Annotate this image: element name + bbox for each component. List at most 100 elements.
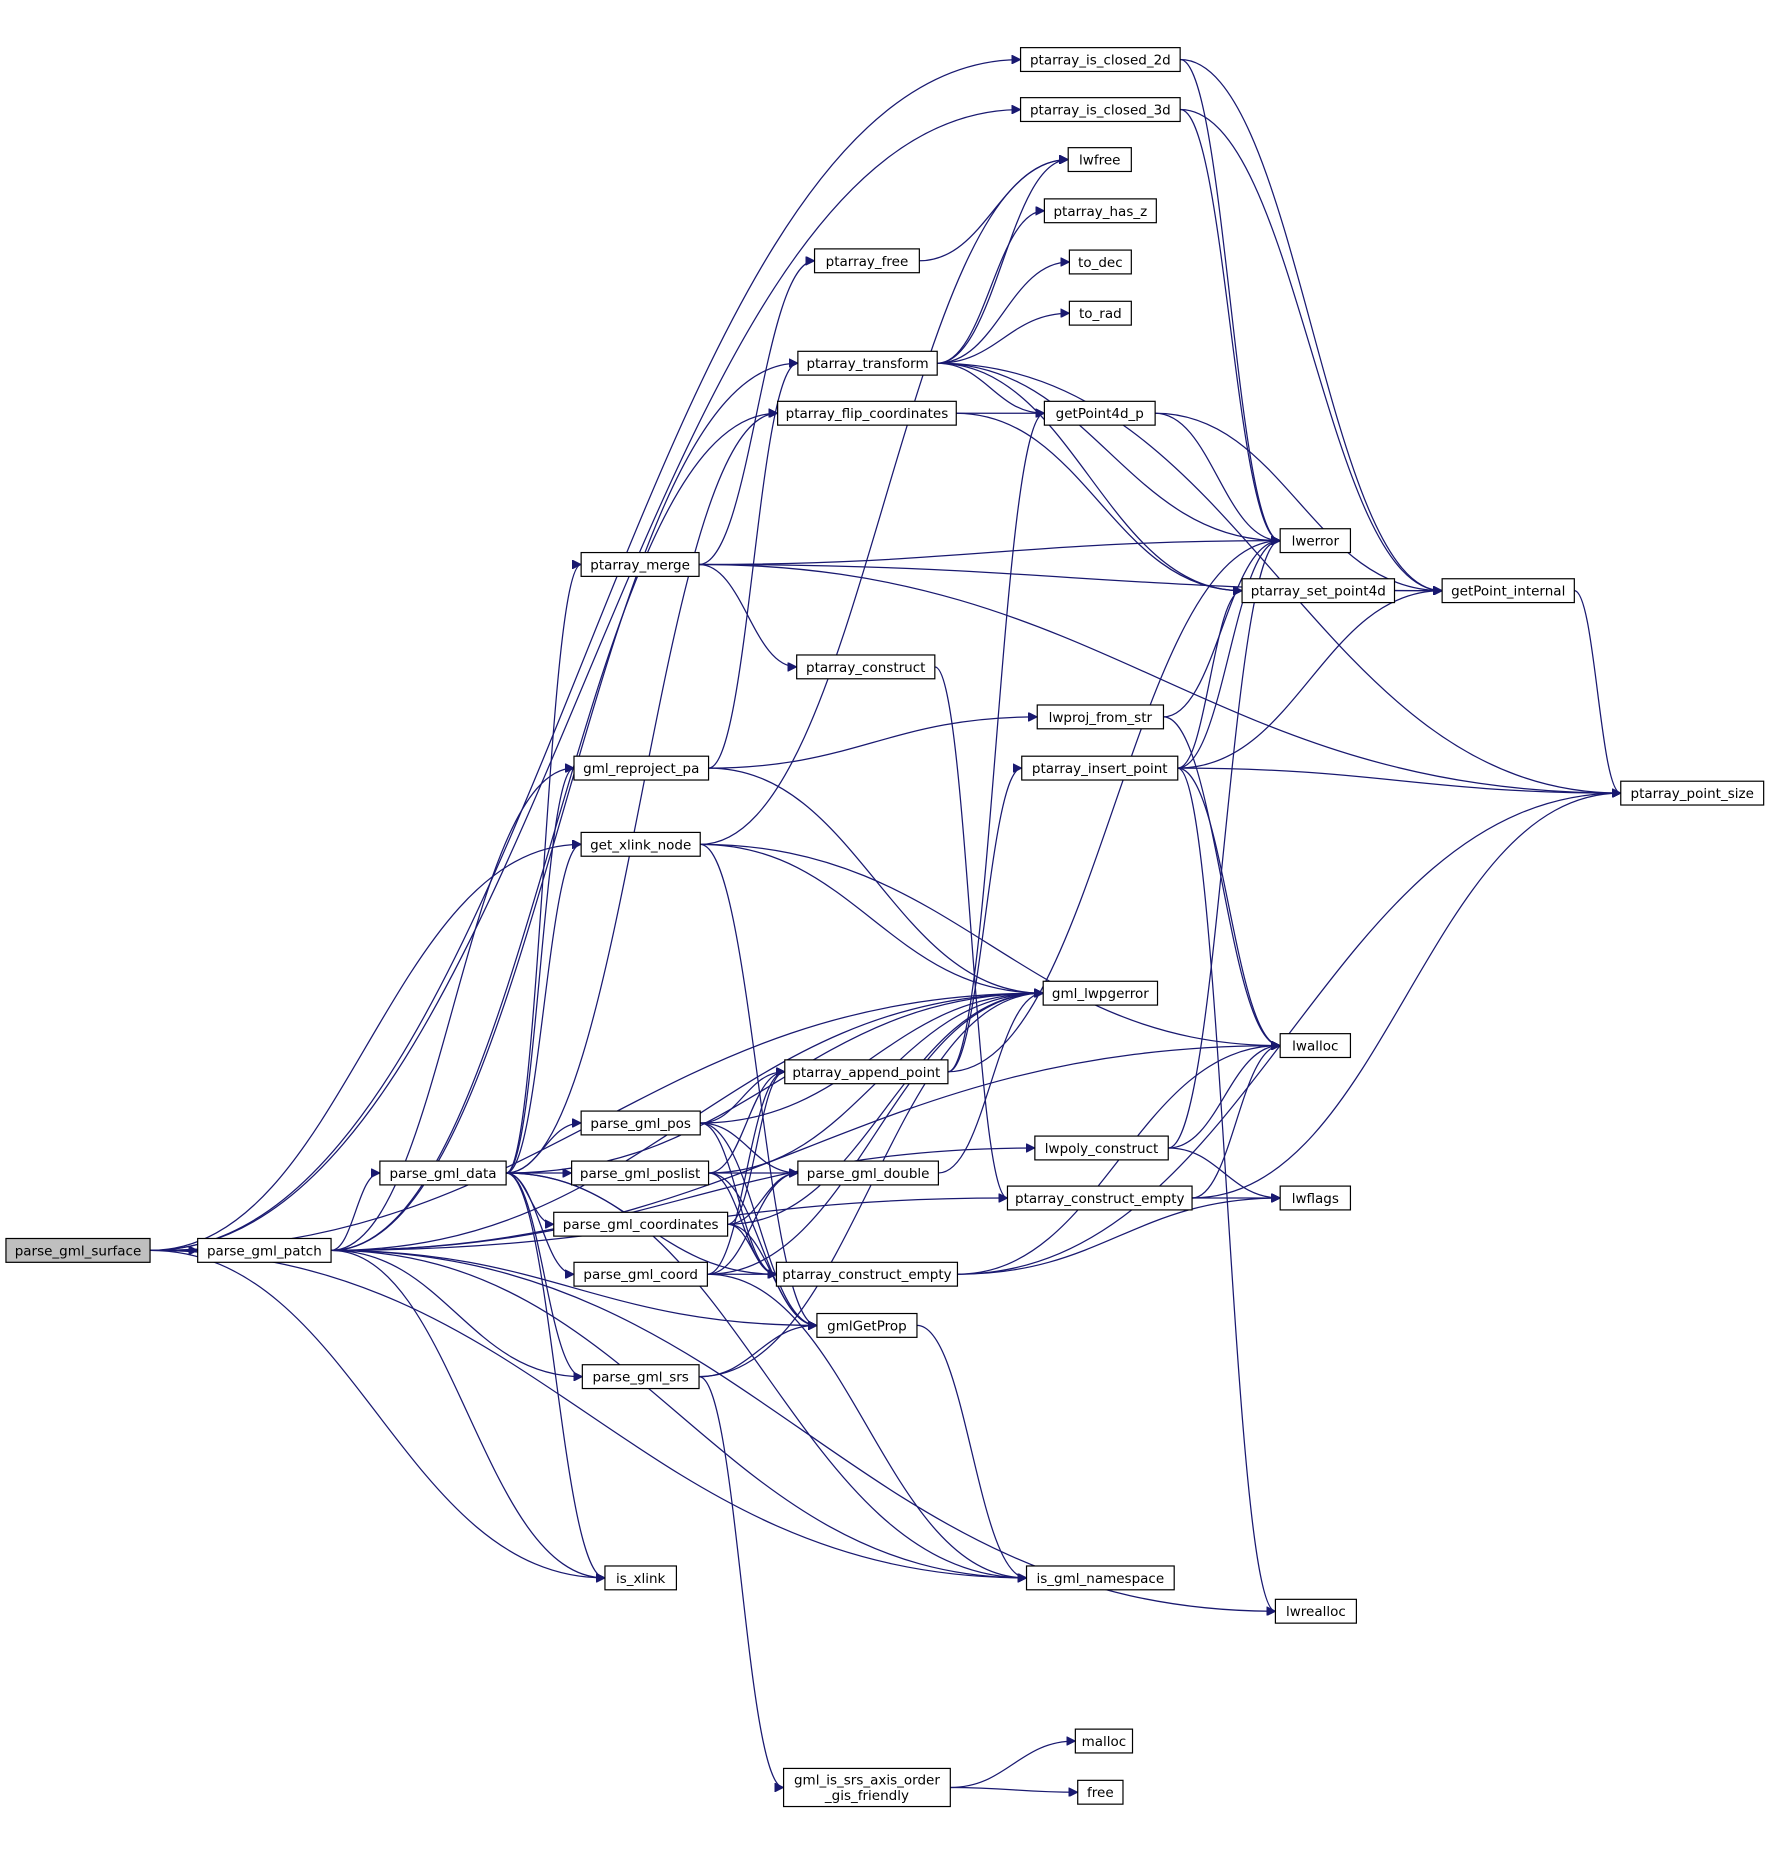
node-gml_lwpgerror[interactable]: gml_lwpgerror	[1042, 980, 1159, 1006]
edge-parse_gml_data-to-ptarray_merge	[505, 564, 582, 1174]
edge-parse_gml_patch-to-gmlGetProp	[331, 1249, 817, 1325]
node-label: _gis_friendly	[824, 1788, 909, 1804]
node-box	[813, 248, 920, 274]
node-label: parse_gml_patch	[207, 1243, 322, 1259]
edge-gml_reproject_pa-to-lwproj_from_str	[708, 717, 1038, 769]
node-label: gml_is_srs_axis_order	[794, 1773, 940, 1789]
node-box	[1077, 1779, 1124, 1805]
edge-ptarray_insert_point-to-getPoint_internal	[1177, 591, 1442, 769]
node-box	[581, 1364, 700, 1390]
node-label: is_gml_namespace	[1037, 1571, 1165, 1587]
node-is_xlink[interactable]: is_xlink	[604, 1565, 678, 1591]
node-label: ptarray_free	[826, 254, 909, 270]
node-label: lwpoly_construct	[1045, 1141, 1159, 1157]
node-ptarray_insert_point[interactable]: ptarray_insert_point	[1021, 755, 1179, 781]
edge-ptarray_transform-to-lwerror	[937, 362, 1280, 540]
node-label: parse_gml_poslist	[580, 1166, 700, 1182]
node-box	[1025, 1565, 1175, 1591]
node-free[interactable]: free	[1077, 1779, 1124, 1805]
node-label: gml_lwpgerror	[1052, 986, 1149, 1002]
edge-parse_gml_patch-to-ptarray_transform	[331, 363, 798, 1252]
node-lwproj_from_str[interactable]: lwproj_from_str	[1036, 704, 1165, 730]
edge-ptarray_transform-to-ptarray_has_z	[937, 211, 1044, 364]
node-parse_gml_data[interactable]: parse_gml_data	[379, 1160, 507, 1186]
node-lwpoly_construct[interactable]: lwpoly_construct	[1034, 1135, 1169, 1161]
edge-ptarray_free-to-lwfree	[919, 160, 1068, 262]
edge-ptarray_is_closed_3d-to-getPoint_internal	[1180, 108, 1442, 591]
node-malloc[interactable]: malloc	[1074, 1728, 1134, 1754]
node-lwfree[interactable]: lwfree	[1067, 147, 1132, 173]
node-ptarray_is_closed_2d[interactable]: ptarray_is_closed_2d	[1019, 47, 1181, 73]
node-parse_gml_srs[interactable]: parse_gml_srs	[581, 1364, 700, 1390]
node-parse_gml_coord[interactable]: parse_gml_coord	[573, 1261, 708, 1287]
edge-ptarray_flip_coordinates-to-ptarray_set_point4d	[956, 412, 1242, 590]
edge-parse_gml_surface-to-ptarray_is_closed_3d	[150, 110, 1021, 1252]
node-label: getPoint4d_p	[1056, 406, 1144, 422]
edge-parse_gml_patch-to-gml_reproject_pa	[331, 768, 574, 1252]
node-ptarray_append_point[interactable]: ptarray_append_point	[784, 1059, 949, 1085]
edge-parse_gml_pos-to-ptarray_append_point	[700, 1072, 785, 1124]
node-ptarray_is_closed_3d[interactable]: ptarray_is_closed_3d	[1019, 97, 1181, 123]
node-getPoint4d_p[interactable]: getPoint4d_p	[1043, 400, 1156, 426]
node-box	[197, 1237, 332, 1263]
node-gml_reproject_pa[interactable]: gml_reproject_pa	[573, 755, 710, 781]
node-gmlGetProp[interactable]: gmlGetProp	[816, 1312, 918, 1338]
node-parse_gml_surface[interactable]: parse_gml_surface	[5, 1237, 151, 1263]
node-label: parse_gml_double	[807, 1166, 930, 1182]
edge-lwpoly_construct-to-lwerror	[1168, 541, 1281, 1149]
node-lwrealloc[interactable]: lwrealloc	[1274, 1598, 1357, 1624]
node-box	[775, 1261, 959, 1287]
node-parse_gml_patch[interactable]: parse_gml_patch	[197, 1237, 332, 1263]
node-ptarray_point_size[interactable]: ptarray_point_size	[1620, 780, 1765, 806]
node-box	[816, 1312, 918, 1338]
node-ptarray_transform[interactable]: ptarray_transform	[797, 350, 938, 376]
node-ptarray_free[interactable]: ptarray_free	[813, 248, 920, 274]
node-box	[784, 1059, 949, 1085]
node-ptarray_has_z[interactable]: ptarray_has_z	[1043, 198, 1157, 224]
node-label: ptarray_construct_empty	[782, 1267, 951, 1283]
node-lwerror[interactable]: lwerror	[1279, 528, 1352, 554]
node-ptarray_construct_empty2[interactable]: ptarray_construct_empty	[1006, 1185, 1193, 1211]
node-box	[1043, 400, 1156, 426]
node-is_gml_namespace[interactable]: is_gml_namespace	[1025, 1565, 1175, 1591]
node-lwflags[interactable]: lwflags	[1279, 1185, 1352, 1211]
node-label: ptarray_is_closed_2d	[1030, 53, 1171, 69]
node-label: ptarray_is_closed_3d	[1030, 103, 1171, 119]
node-to_dec[interactable]: to_dec	[1068, 249, 1132, 275]
node-parse_gml_double[interactable]: parse_gml_double	[797, 1160, 939, 1186]
node-label: malloc	[1082, 1734, 1127, 1750]
edge-lwpoly_construct-to-lwalloc	[1168, 1046, 1280, 1149]
node-to_rad[interactable]: to_rad	[1068, 300, 1132, 326]
node-parse_gml_coordinates[interactable]: parse_gml_coordinates	[553, 1211, 729, 1237]
node-parse_gml_pos[interactable]: parse_gml_pos	[580, 1110, 701, 1136]
node-ptarray_construct_empty[interactable]: ptarray_construct_empty	[775, 1261, 959, 1287]
node-ptarray_construct[interactable]: ptarray_construct	[796, 654, 936, 680]
edge-get_xlink_node-to-lwalloc	[700, 843, 1280, 1045]
edge-ptarray_insert_point-to-lwrealloc	[1177, 767, 1276, 1611]
node-label: ptarray_set_point4d	[1251, 584, 1386, 600]
node-lwalloc[interactable]: lwalloc	[1279, 1033, 1352, 1059]
node-ptarray_flip_coordinates[interactable]: ptarray_flip_coordinates	[777, 400, 957, 426]
node-label: lwrealloc	[1286, 1604, 1346, 1620]
node-box	[1042, 980, 1159, 1006]
node-label: parse_gml_coord	[583, 1267, 698, 1283]
edge-parse_gml_patch-to-lwpoly_construct	[331, 1148, 1035, 1252]
node-box	[1068, 300, 1132, 326]
node-box	[580, 551, 700, 577]
node-ptarray_merge[interactable]: ptarray_merge	[580, 551, 700, 577]
edge-ptarray_transform-to-to_dec	[937, 262, 1069, 364]
node-box	[571, 1160, 710, 1186]
node-parse_gml_poslist[interactable]: parse_gml_poslist	[571, 1160, 710, 1186]
node-label: lwflags	[1292, 1191, 1339, 1207]
edge-parse_gml_srs-to-gml_is_srs_axis_order_gis_friendly	[698, 1376, 784, 1788]
edge-parse_gml_surface-to-is_gml_namespace	[150, 1249, 1026, 1577]
node-label: gml_reproject_pa	[583, 761, 699, 777]
node-gml_is_srs_axis_order_gis_friendly[interactable]: gml_is_srs_axis_order_gis_friendly	[782, 1767, 951, 1808]
node-label: ptarray_construct	[806, 660, 925, 676]
node-getPoint_internal[interactable]: getPoint_internal	[1441, 578, 1575, 604]
edge-parse_gml_pos-to-ptarray_construct_empty	[700, 1122, 777, 1274]
node-ptarray_set_point4d[interactable]: ptarray_set_point4d	[1241, 578, 1396, 604]
node-box	[1241, 578, 1396, 604]
node-get_xlink_node[interactable]: get_xlink_node	[580, 831, 701, 857]
